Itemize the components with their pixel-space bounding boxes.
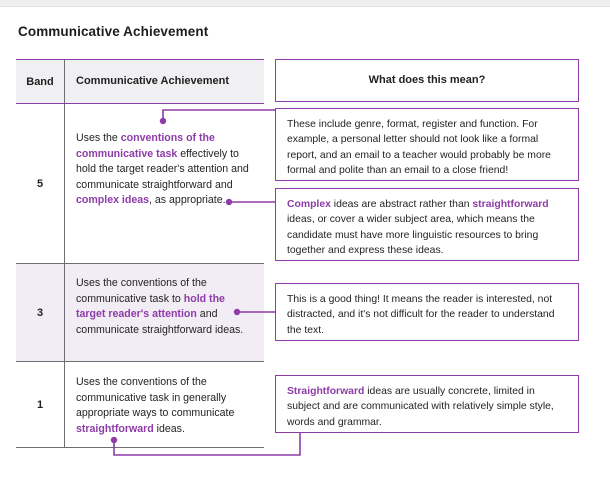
table-row: 3 Uses the conventions of the communicat… [16,264,264,362]
band-number: 1 [36,398,44,411]
callout-box: Straightforward ideas are usually concre… [275,375,579,433]
column-header-meaning: What does this mean? [275,59,579,102]
callout-box: This is a good thing! It means the reade… [275,283,579,341]
page-title: Communicative Achievement [18,24,209,39]
band-descriptor-text: Uses the conventions of the communicativ… [64,104,264,263]
band-descriptor-text: Uses the conventions of the communicativ… [64,362,264,447]
band-descriptor-table: Band Communicative Achievement 5 Uses th… [16,59,264,448]
table-header-row: Band Communicative Achievement [16,59,264,104]
table-row: 1 Uses the conventions of the communicat… [16,362,264,448]
column-header-band: Band [26,75,54,88]
band-number: 3 [36,306,44,319]
page-top-strip [0,0,610,7]
column-header-criterion: Communicative Achievement [64,60,264,103]
callout-box: These include genre, format, register an… [275,108,579,181]
table-row: 5 Uses the conventions of the communicat… [16,104,264,264]
band-descriptor-text: Uses the conventions of the communicativ… [64,264,264,361]
band-number: 5 [36,177,44,190]
callout-box: Complex ideas are abstract rather than s… [275,188,579,261]
